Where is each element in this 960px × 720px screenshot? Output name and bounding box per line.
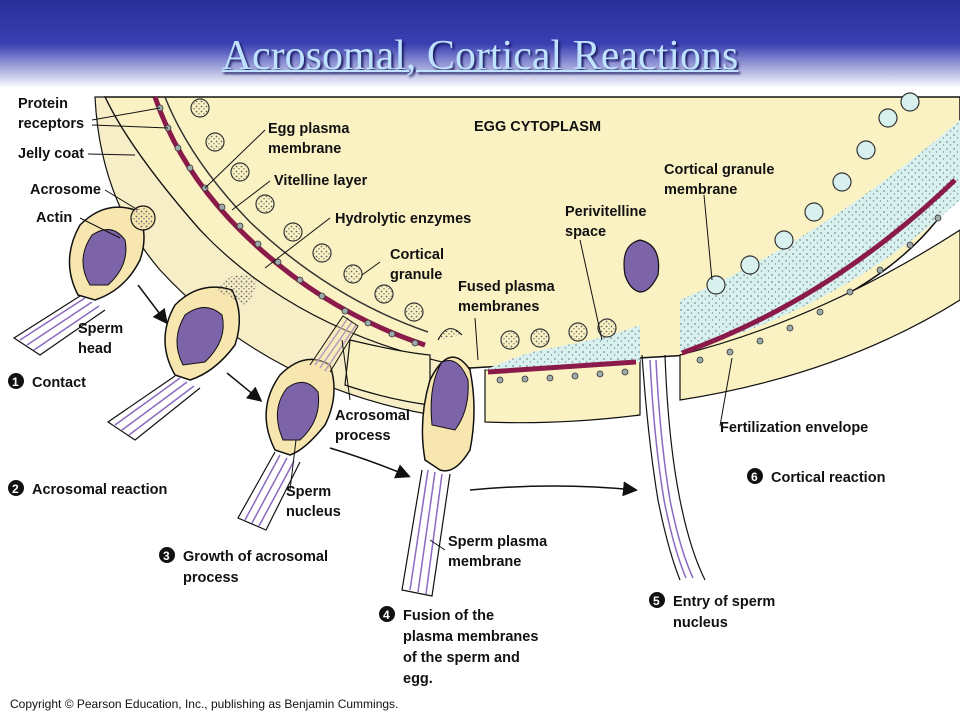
label-protein: Protein — [18, 96, 68, 112]
label-cgm-1: Cortical granule — [664, 162, 774, 178]
slide-title: Acrosomal, Cortical Reactions — [221, 33, 739, 79]
label-cortical-2: granule — [390, 267, 442, 283]
sperm-fusion — [401, 328, 475, 597]
step-4-text-4: egg. — [403, 671, 433, 687]
label-sperm-head-1: Sperm — [78, 321, 123, 337]
label-egg-cytoplasm: EGG CYTOPLASM — [474, 119, 601, 135]
label-sperm-head-2: head — [78, 341, 112, 357]
step-2-text: Acrosomal reaction — [32, 482, 167, 498]
label-sperm-plasma-2: membrane — [448, 554, 521, 570]
step-2: 2 Acrosomal reaction — [8, 480, 167, 498]
title-bar — [0, 0, 960, 88]
label-acrosomal-process-2: process — [335, 428, 391, 444]
label-fused-1: Fused plasma — [458, 279, 556, 295]
sperm-acrosomal-reaction — [106, 274, 257, 441]
cortical-granule-membrane-bumps — [706, 92, 920, 295]
egg-plasma-membrane-center — [487, 359, 637, 375]
label-vitelline-layer: Vitelline layer — [274, 173, 368, 189]
step-5-text-1: Entry of sperm — [673, 594, 775, 610]
label-perivitelline-1: Perivitelline — [565, 204, 646, 220]
sperm-contact — [12, 205, 156, 356]
step-3-number: 3 — [163, 549, 170, 563]
step-4-number: 4 — [383, 608, 390, 622]
label-egg-plasma-2: membrane — [268, 141, 341, 157]
step-2-number: 2 — [12, 482, 19, 496]
step-6: 6 Cortical reaction — [747, 468, 885, 486]
protein-receptors — [156, 104, 942, 384]
step-4-text-3: of the sperm and — [403, 650, 520, 666]
step-5: 5 Entry of sperm nucleus — [649, 592, 775, 631]
label-cgm-2: membrane — [664, 182, 737, 198]
label-perivitelline-2: space — [565, 224, 606, 240]
label-acrosomal-process-1: Acrosomal — [335, 408, 410, 424]
label-cortical-1: Cortical — [390, 247, 444, 263]
egg-plasma-membrane-right — [681, 178, 957, 356]
sperm-entry-nucleus — [623, 239, 706, 581]
step-3-text-2: process — [183, 570, 239, 586]
label-fused-2: membranes — [458, 299, 539, 315]
step-5-number: 5 — [653, 594, 660, 608]
step-4-text-1: Fusion of the — [403, 608, 494, 624]
label-receptors: receptors — [18, 116, 84, 132]
label-sperm-nucleus-2: nucleus — [286, 504, 341, 520]
step-3: 3 Growth of acrosomal process — [159, 547, 328, 586]
step-3-text-1: Growth of acrosomal — [183, 549, 328, 565]
step-4-text-2: plasma membranes — [403, 629, 538, 645]
label-acrosome: Acrosome — [30, 182, 101, 198]
leader-lines — [79, 107, 733, 551]
label-sperm-nucleus-1: Sperm — [286, 484, 331, 500]
step-6-text: Cortical reaction — [771, 470, 885, 486]
copyright: Copyright © Pearson Education, Inc., pub… — [10, 697, 399, 711]
label-egg-plasma-1: Egg plasma — [268, 121, 350, 137]
step-4: 4 Fusion of the plasma membranes of the … — [379, 606, 538, 687]
label-sperm-plasma-1: Sperm plasma — [448, 534, 548, 550]
label-fertilization-envelope: Fertilization envelope — [720, 420, 868, 436]
step-1: 1 Contact — [8, 373, 86, 391]
sperm-growth-acrosomal-process — [237, 315, 359, 531]
step-5-text-2: nucleus — [673, 615, 728, 631]
step-6-number: 6 — [751, 470, 758, 484]
step-1-number: 1 — [12, 375, 19, 389]
label-jelly-coat: Jelly coat — [18, 146, 84, 162]
vitelline-layer — [164, 96, 429, 333]
label-hydrolytic-enzymes: Hydrolytic enzymes — [335, 211, 471, 227]
label-actin: Actin — [36, 210, 72, 226]
step-1-text: Contact — [32, 375, 86, 391]
